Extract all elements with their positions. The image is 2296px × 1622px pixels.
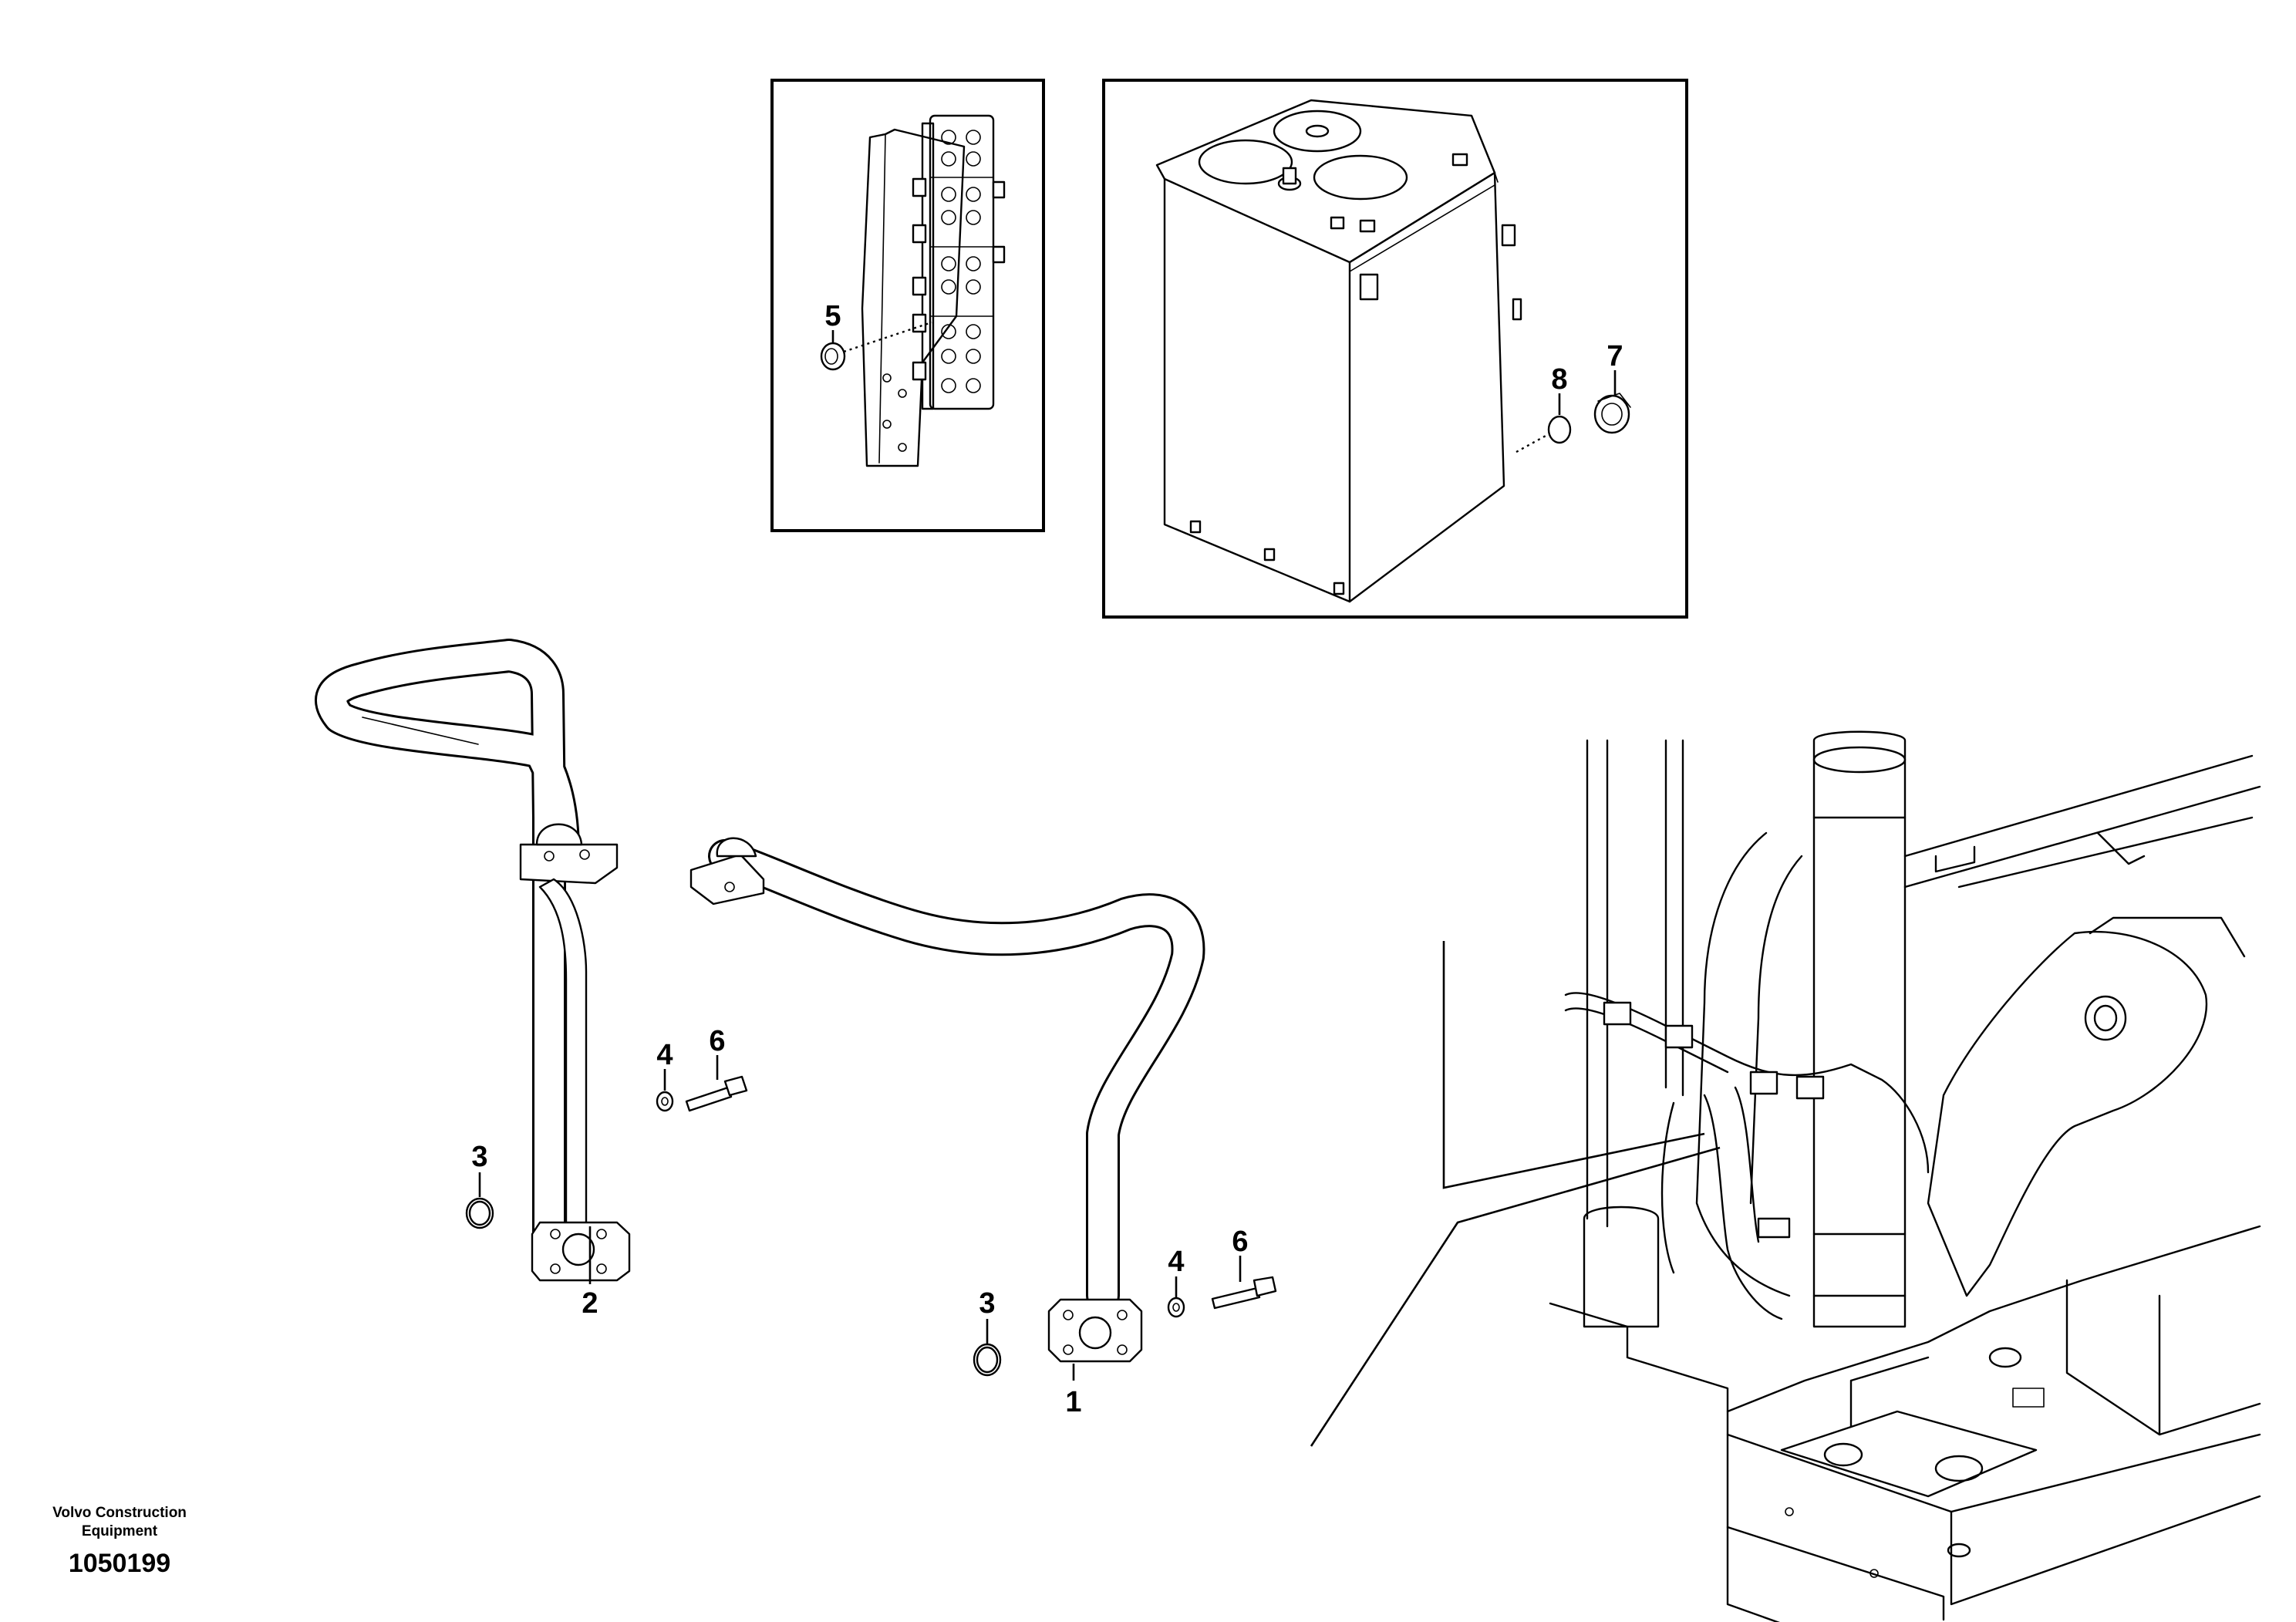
callout-4-right: 4 [1168, 1246, 1184, 1278]
part-6-bolt-left [685, 1075, 748, 1112]
leader-8-dotted [1515, 433, 1548, 454]
callout-6-left: 6 [709, 1025, 725, 1057]
part-3-o-ring-left [465, 1197, 494, 1229]
part-4-washer-left [656, 1091, 674, 1112]
pipe-2 [315, 639, 631, 1282]
detail-box-valve-block: 5 [770, 79, 1045, 532]
callout-5: 5 [824, 300, 841, 332]
callout-4-left: 4 [656, 1039, 673, 1071]
part-6-bolt-right [1211, 1276, 1277, 1310]
machine-frame-illustration [1549, 730, 2261, 1622]
callout-7: 7 [1607, 340, 1623, 373]
part-7-plug [1593, 393, 1631, 434]
detail-box-hydraulic-tank: 8 7 [1102, 79, 1688, 619]
callout-6-right: 6 [1232, 1226, 1248, 1258]
hydraulic-tank-drawing [1155, 99, 1522, 603]
callout-2-label: 2 [582, 1287, 598, 1320]
valve-block-drawing [861, 114, 1006, 467]
callout-3-left: 3 [471, 1141, 487, 1173]
part-4-washer-right [1167, 1297, 1185, 1318]
drawing-number: 1050199 [68, 1549, 171, 1578]
part-8-o-ring [1547, 415, 1572, 444]
pointer-lines [1310, 941, 1721, 1447]
pipe-1 [689, 837, 1205, 1363]
callout-8: 8 [1551, 363, 1567, 396]
part-5-plug [820, 342, 846, 371]
manufacturer-label: Volvo Construction Equipment [52, 1505, 187, 1539]
part-3-o-ring-right [973, 1343, 1002, 1377]
callout-3-right: 3 [979, 1287, 995, 1320]
callout-1: 1 [1065, 1386, 1081, 1418]
drawing-footer: Volvo Construction Equipment 1050199 [31, 1504, 208, 1579]
